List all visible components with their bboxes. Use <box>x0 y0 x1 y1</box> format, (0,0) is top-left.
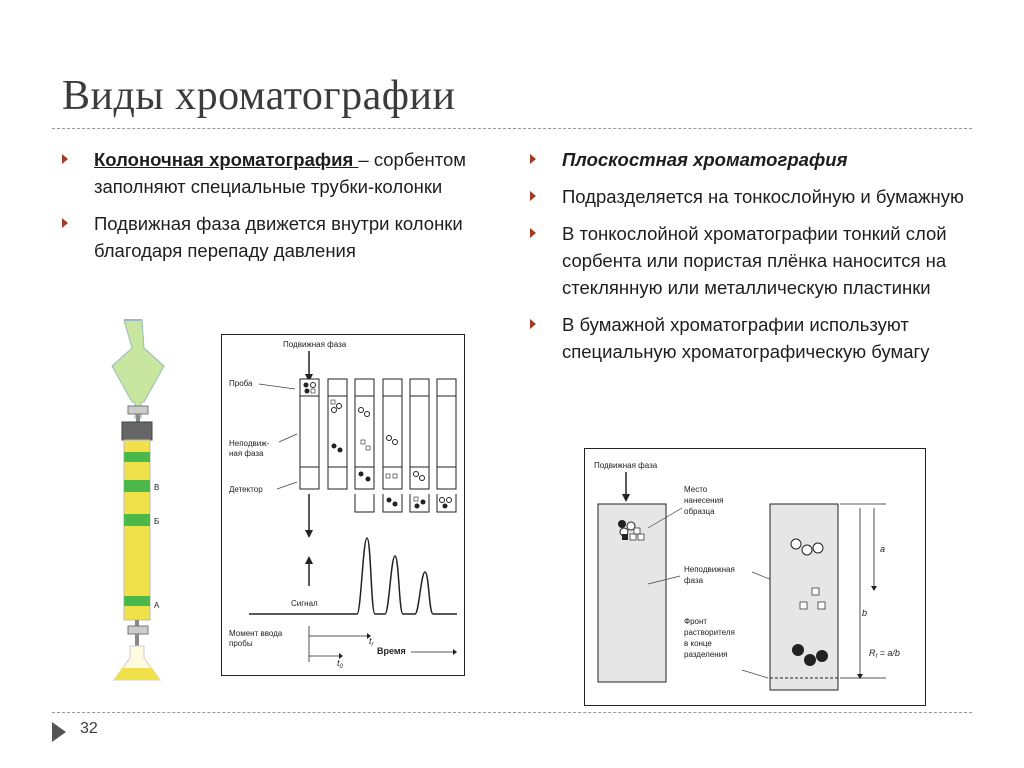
stationary-phase-label-2: фаза <box>684 576 704 585</box>
injection-label-2: пробы <box>229 639 253 648</box>
bullet-arrow-icon <box>62 218 68 228</box>
stationary-phase-label-1: Неподвижная <box>684 565 735 574</box>
application-label-1: Место <box>684 485 708 494</box>
up-arrow-icon <box>305 556 313 564</box>
stationary-label-1: Неподвиж- <box>229 439 270 448</box>
sample-label: Проба <box>229 379 253 388</box>
right-column: Плоскостная хроматография Подразделяется… <box>530 146 970 375</box>
distance-b-label: b <box>862 608 867 618</box>
bullet-arrow-icon <box>530 228 536 238</box>
column-chromatography-term: Колоночная хроматография <box>94 149 359 170</box>
left-bullet-1-text: сорбентом заполняют специальные трубки-к… <box>94 149 467 197</box>
down-arrow-icon <box>622 494 630 502</box>
right-bullet-2: Подразделяется на тонкослойную и бумажну… <box>530 183 970 210</box>
rf-formula-label: Rf = a/b <box>869 648 900 660</box>
band-label-a: А <box>154 601 160 610</box>
right-bullet-1: Плоскостная хроматография <box>530 146 970 173</box>
column-illustration: В Б А <box>108 318 198 682</box>
retention-time-label: tr <box>369 636 375 648</box>
stationary-label-2: ная фаза <box>229 449 264 458</box>
left-bullet-2: Подвижная фаза движется внутри колонки б… <box>62 210 482 264</box>
left-bullet-1: Колоночная хроматография – сорбентом зап… <box>62 146 482 200</box>
planar-chromatography-term: Плоскостная хроматография <box>562 149 848 170</box>
application-label-2: нанесения <box>684 496 723 505</box>
page-arrow-icon <box>52 722 66 742</box>
right-arrow-icon <box>453 649 457 655</box>
solvent-front-label-3: в конце <box>684 639 712 648</box>
right-bullet-3: В тонкослойной хроматографии тонкий слой… <box>530 220 970 301</box>
right-bullet-2-text: Подразделяется на тонкослойную и бумажну… <box>562 186 964 207</box>
slide-title: Виды хроматографии <box>62 73 456 119</box>
time-axis-label: Время <box>377 646 406 656</box>
band-label-b: Б <box>154 517 159 526</box>
page-number: 32 <box>80 720 98 737</box>
dash: – <box>358 149 369 170</box>
mobile-phase-label-2: Подвижная фаза <box>594 461 658 470</box>
left-column: Колоночная хроматография – сорбентом зап… <box>62 146 482 274</box>
right-bullet-4-text: В бумажной хроматографии используют спец… <box>562 314 930 362</box>
solvent-front-label-2: растворителя <box>684 628 735 637</box>
down-arrow-icon <box>305 374 313 382</box>
mobile-phase-label: Подвижная фаза <box>283 340 347 349</box>
column-scheme-diagram: Подвижная фаза Проба Неподвиж- ная фаза … <box>221 334 465 676</box>
bullet-arrow-icon <box>530 154 536 164</box>
distance-a-label: a <box>880 544 885 554</box>
detector-label: Детектор <box>229 485 263 494</box>
down-arrow-icon <box>305 530 313 538</box>
planar-chromatography-diagram: Подвижная фаза Место нанесения образца Н… <box>584 448 926 706</box>
solvent-front-label-4: разделения <box>684 650 728 659</box>
right-bullet-3-text: В тонкослойной хроматографии тонкий слой… <box>562 223 947 298</box>
bullet-arrow-icon <box>62 154 68 164</box>
right-bullet-4: В бумажной хроматографии используют спец… <box>530 311 970 365</box>
bullet-arrow-icon <box>530 319 536 329</box>
bottom-divider <box>52 712 972 713</box>
bullet-arrow-icon <box>530 191 536 201</box>
signal-label: Сигнал <box>291 599 318 608</box>
top-divider <box>52 128 972 129</box>
left-bullet-2-text: Подвижная фаза движется внутри колонки б… <box>94 213 463 261</box>
application-label-3: образца <box>684 507 715 516</box>
band-label-v: В <box>154 483 159 492</box>
injection-label-1: Момент ввода <box>229 629 283 638</box>
solvent-front-label-1: Фронт <box>684 617 707 626</box>
dead-time-label: t0 <box>337 658 344 670</box>
